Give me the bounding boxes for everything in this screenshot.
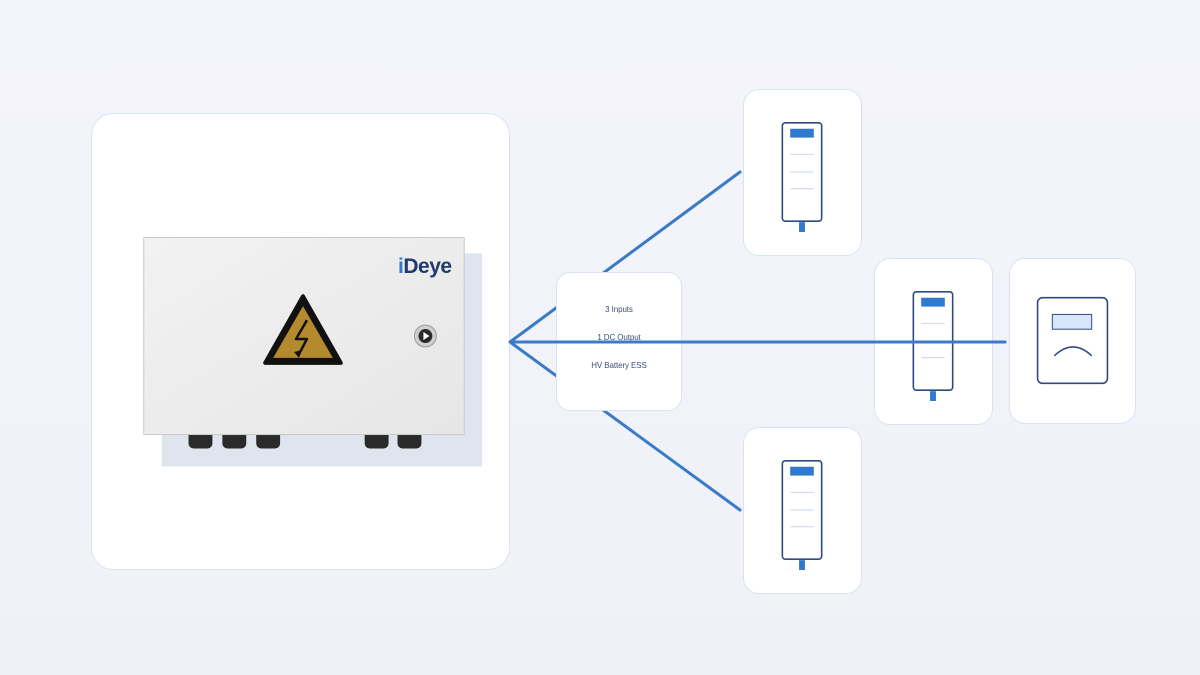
high-voltage-warning-icon: [263, 294, 343, 365]
combiner-box-image: [143, 237, 483, 467]
battery-module-icon: [912, 291, 954, 401]
battery-card-middle: [874, 258, 993, 425]
lock-knob-icon: [413, 324, 437, 348]
battery-module-icon: [781, 122, 823, 232]
spec-battery-type: HV Battery ESS: [591, 361, 647, 370]
inverter-icon: [1036, 296, 1109, 385]
battery-card-bottom: [743, 427, 862, 594]
specs-card: 3 Inputs 1 DC Output HV Battery ESS: [556, 272, 682, 411]
brand-logo: iDeye: [398, 255, 452, 278]
battery-card-top: [743, 89, 862, 256]
inverter-card: [1009, 258, 1136, 424]
spec-inputs: 3 Inputs: [605, 305, 633, 314]
battery-module-icon: [781, 460, 823, 570]
combiner-box-card: iDeye: [91, 113, 510, 570]
spec-dc-output: 1 DC Output: [597, 333, 641, 342]
